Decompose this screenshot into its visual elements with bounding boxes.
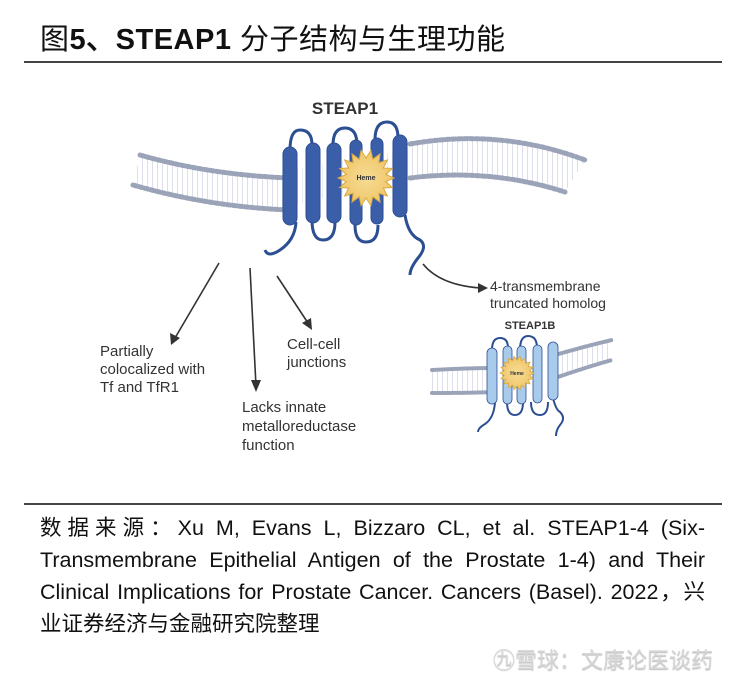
arrow-homolog	[422, 263, 481, 289]
figure-title-prefix: 图	[40, 24, 70, 56]
membrane-bilayer-left	[130, 152, 293, 213]
steap1b-membrane	[430, 338, 614, 395]
annotation-colocalized: Partially colocalized with Tf and TfR1	[100, 343, 209, 396]
steap1-diagram: STEAP1 Heme Partially	[100, 99, 614, 454]
source-text: Xu M, Evans L, Bizzaro CL, et al. STEAP1…	[40, 516, 705, 636]
source-note: 数据来源：Xu M, Evans L, Bizzaro CL, et al. S…	[40, 512, 705, 640]
heme-icon: Heme	[336, 149, 396, 207]
watermark: ㊈雪球：文康论医谈药	[493, 648, 714, 673]
annotation-junctions: Cell-cell junctions	[286, 336, 346, 371]
steap1-helix-3	[326, 142, 342, 224]
steap1-helix-2	[305, 142, 321, 224]
arrow-metalloreductase	[249, 267, 257, 387]
steap1-helix-1	[282, 146, 298, 226]
steap1-helix-6	[392, 134, 408, 218]
steap1b-heme-icon: Heme	[499, 355, 535, 391]
source-divider	[24, 503, 722, 505]
steap1-label: STEAP1	[312, 99, 378, 118]
figure-title-suffix: 分子结构与生理功能	[231, 24, 506, 56]
steap1b-heme-label: Heme	[510, 371, 524, 377]
steap1b-helix-5	[547, 341, 559, 401]
steap1b-label: STEAP1B	[505, 320, 556, 332]
arrow-junctions	[276, 275, 309, 324]
arrowheads	[170, 283, 488, 392]
source-label: 数据来源：	[40, 516, 178, 540]
annotation-metalloreductase: Lacks innate metalloreductase function	[242, 399, 360, 454]
steap1b-helix-1	[486, 347, 498, 405]
steap1b-protein	[477, 334, 564, 437]
steap1b-helix-4	[532, 344, 543, 404]
heme-label: Heme	[356, 175, 375, 182]
arrows	[174, 262, 481, 387]
figure-title: 图5、STEAP1 分子结构与生理功能	[40, 16, 506, 58]
arrow-colocalized	[174, 262, 220, 339]
steap1-protein	[263, 120, 425, 276]
figure-title-number: 5、STEAP1	[69, 24, 232, 56]
membrane-bilayer-right	[407, 136, 588, 195]
annotation-homolog: 4-transmembrane truncated homolog	[490, 278, 606, 311]
title-divider	[24, 61, 722, 63]
